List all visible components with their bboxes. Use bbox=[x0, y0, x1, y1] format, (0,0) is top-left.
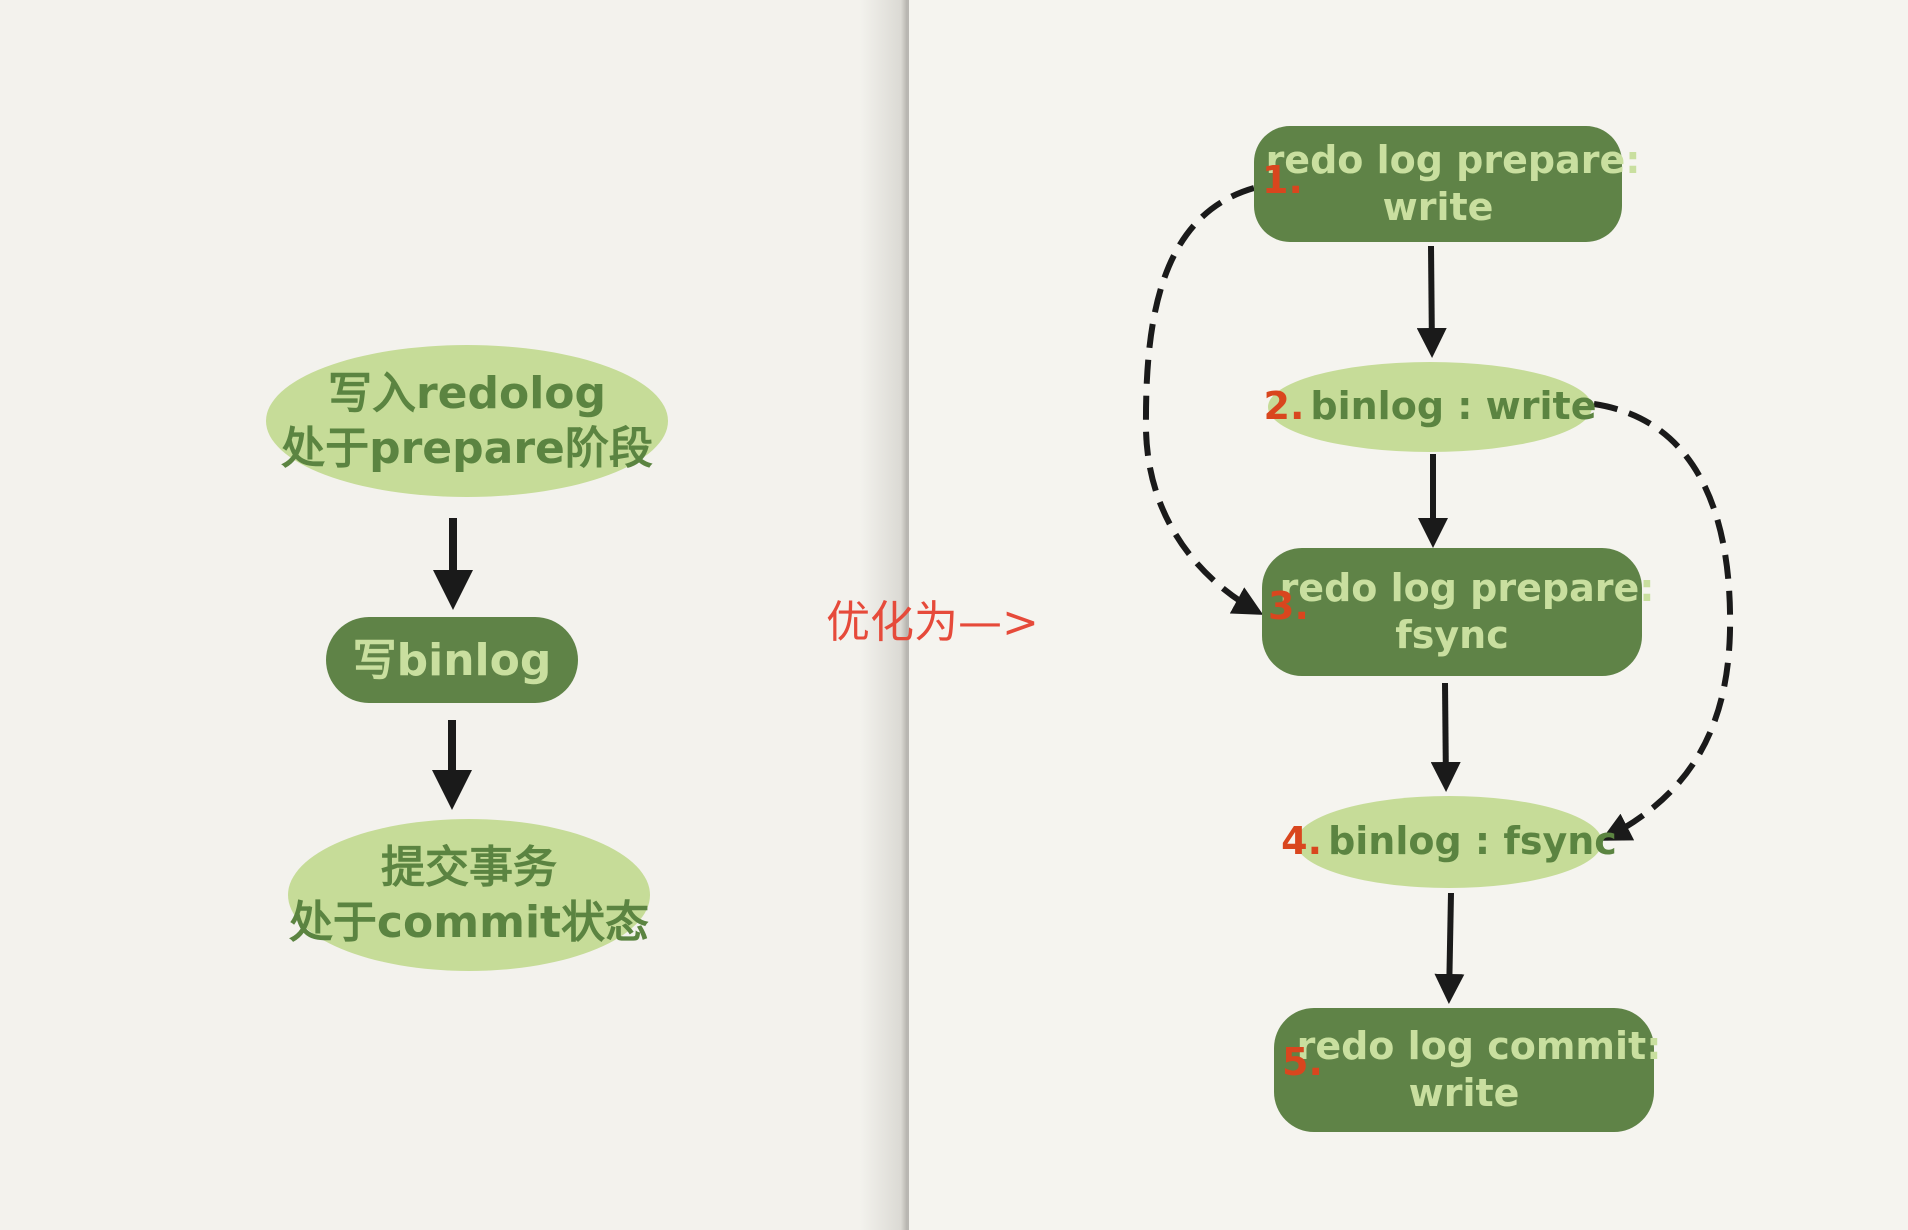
right-step4-row: 4. binlog : fsync bbox=[1281, 818, 1617, 866]
left-step3-line1: 提交事务 bbox=[381, 842, 557, 893]
left-panel bbox=[0, 0, 908, 1230]
left-step-write-binlog: 写binlog bbox=[326, 617, 578, 703]
right-step5-line1: redo log commit: bbox=[1296, 1023, 1662, 1068]
left-step3-line2: 处于commit状态 bbox=[288, 897, 650, 948]
left-step1-line2: 处于prepare阶段 bbox=[281, 423, 653, 474]
right-step1-line1: redo log prepare: bbox=[1265, 137, 1641, 182]
right-step-2-binlog-write: 2. binlog : write bbox=[1264, 362, 1596, 452]
dashed-arrow-1-to-3 bbox=[1142, 185, 1264, 615]
left-step2-line1: 写binlog bbox=[352, 634, 552, 686]
right-step-1-redo-prepare-write: redo log prepare: write bbox=[1254, 126, 1640, 242]
dashed-arrow-2-to-4 bbox=[1593, 401, 1734, 841]
right-step3-number: 3. bbox=[1268, 584, 1309, 628]
right-step3-line1: redo log prepare: bbox=[1279, 565, 1655, 610]
right-step2-row: 2. binlog : write bbox=[1264, 383, 1597, 431]
right-step2-number: 2. bbox=[1263, 384, 1305, 429]
left-step-write-redolog-prepare: 写入redolog 处于prepare阶段 bbox=[266, 345, 668, 497]
right-arrow-3-to-4 bbox=[1430, 682, 1461, 792]
right-step4-number: 4. bbox=[1281, 819, 1323, 864]
right-step1-line2: write bbox=[1382, 185, 1494, 229]
right-step-4-binlog-fsync: 4. binlog : fsync bbox=[1281, 796, 1617, 888]
right-step4-line1: binlog : fsync bbox=[1328, 819, 1617, 864]
optimized-to-label: 优化为—> bbox=[826, 597, 1039, 648]
left-step1-line1: 写入redolog bbox=[327, 368, 607, 419]
right-step5-line2: write bbox=[1408, 1071, 1520, 1115]
right-step3-line2: fsync bbox=[1395, 613, 1509, 657]
right-step2-line1: binlog : write bbox=[1310, 384, 1597, 429]
page-fold-shadow bbox=[860, 0, 908, 1230]
right-step1-number: 1. bbox=[1262, 158, 1303, 202]
page-divider bbox=[906, 0, 909, 1230]
left-step-commit-transaction: 提交事务 处于commit状态 bbox=[288, 819, 650, 971]
right-step-5-redo-commit-write: redo log commit: write bbox=[1274, 1008, 1661, 1132]
right-step5-number: 5. bbox=[1282, 1040, 1323, 1084]
right-arrow-1-to-2 bbox=[1416, 245, 1447, 358]
right-step-3-redo-prepare-fsync: redo log prepare: fsync bbox=[1262, 548, 1654, 676]
right-arrow-4-to-5 bbox=[1434, 892, 1465, 1004]
